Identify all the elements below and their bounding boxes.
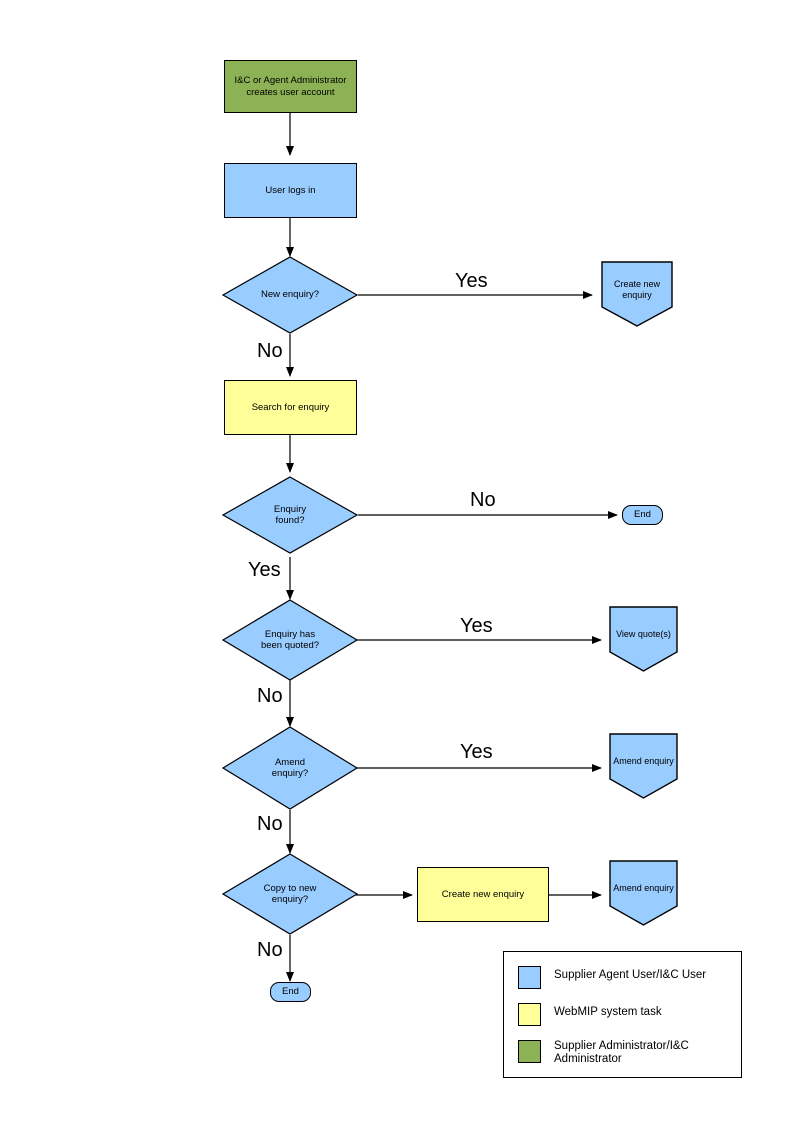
legend-swatch-admin-green bbox=[518, 1040, 541, 1063]
edge-label-quoted-no: No bbox=[257, 685, 283, 707]
node-label: Create new enquiry bbox=[441, 888, 525, 900]
node-label: Amend enquiry bbox=[613, 756, 674, 767]
diamond-shape bbox=[222, 599, 358, 681]
legend-item-supplier-administrator: Supplier Administrator/I&C Administrator bbox=[518, 1040, 689, 1066]
node-create-new-enquiry-system[interactable]: Create new enquiry bbox=[417, 867, 549, 922]
node-label: Enquiry found? bbox=[273, 503, 307, 526]
node-end-top[interactable]: End bbox=[622, 505, 663, 525]
node-search-for-enquiry[interactable]: Search for enquiry bbox=[224, 380, 357, 435]
node-label: New enquiry? bbox=[260, 289, 320, 301]
edge-label-amend-no: No bbox=[257, 813, 283, 835]
edge-label-amend-yes: Yes bbox=[460, 741, 493, 763]
node-amend-enquiry-manual[interactable]: Amend enquiry bbox=[609, 733, 678, 799]
legend: Supplier Agent User/I&C User WebMIP syst… bbox=[503, 951, 742, 1078]
node-amend-enquiry-decision[interactable]: Amend enquiry? bbox=[222, 726, 358, 810]
node-label: End bbox=[634, 509, 651, 521]
legend-label: Supplier Administrator/I&C Administrator bbox=[554, 1040, 689, 1065]
diamond-shape bbox=[222, 476, 358, 554]
node-admin-creates-account[interactable]: I&C or Agent Administrator creates user … bbox=[224, 60, 357, 113]
edge-label-quoted-yes: Yes bbox=[460, 615, 493, 637]
diamond-shape bbox=[222, 256, 358, 334]
node-enquiry-found-decision[interactable]: Enquiry found? bbox=[222, 476, 358, 554]
edge-label-new-enquiry-no: No bbox=[257, 340, 283, 362]
legend-label: Supplier Agent User/I&C User bbox=[554, 969, 707, 981]
pentagon-shape bbox=[609, 606, 678, 672]
edge-label-new-enquiry-yes: Yes bbox=[455, 270, 488, 292]
legend-swatch-system-yellow bbox=[518, 1003, 541, 1026]
edge-label-enquiry-found-yes: Yes bbox=[248, 559, 281, 581]
legend-swatch-user-blue bbox=[518, 966, 541, 989]
node-create-new-enquiry-manual[interactable]: Create new enquiry bbox=[601, 261, 673, 327]
node-new-enquiry-decision[interactable]: New enquiry? bbox=[222, 256, 358, 334]
legend-label: WebMIP system task bbox=[554, 1006, 662, 1018]
node-label: Search for enquiry bbox=[251, 401, 330, 413]
node-user-logs-in[interactable]: User logs in bbox=[224, 163, 357, 218]
node-end-bottom[interactable]: End bbox=[270, 982, 311, 1002]
node-amend-enquiry-manual-2[interactable]: Amend enquiry bbox=[609, 860, 678, 926]
pentagon-shape bbox=[609, 860, 678, 926]
node-label: View quote(s) bbox=[616, 629, 671, 640]
edge-label-copy-no: No bbox=[257, 939, 283, 961]
node-enquiry-quoted-decision[interactable]: Enquiry has been quoted? bbox=[222, 599, 358, 681]
pentagon-shape bbox=[601, 261, 673, 327]
diamond-shape bbox=[222, 853, 358, 935]
diamond-shape bbox=[222, 726, 358, 810]
node-copy-to-new-enquiry-decision[interactable]: Copy to new enquiry? bbox=[222, 853, 358, 935]
node-view-quotes[interactable]: View quote(s) bbox=[609, 606, 678, 672]
pentagon-shape bbox=[609, 733, 678, 799]
legend-item-supplier-agent-user: Supplier Agent User/I&C User bbox=[518, 966, 706, 989]
edge-label-enquiry-found-no: No bbox=[470, 489, 496, 511]
node-label: Copy to new enquiry? bbox=[263, 882, 317, 905]
node-label: User logs in bbox=[265, 184, 316, 196]
node-label: Amend enquiry? bbox=[271, 756, 309, 779]
node-label: End bbox=[282, 986, 299, 998]
node-label: Enquiry has been quoted? bbox=[260, 628, 320, 651]
node-label: I&C or Agent Administrator creates user … bbox=[234, 75, 347, 98]
legend-item-webmip-system-task: WebMIP system task bbox=[518, 1003, 662, 1026]
node-label: Create new enquiry bbox=[613, 278, 661, 300]
node-label: Amend enquiry bbox=[613, 883, 674, 894]
